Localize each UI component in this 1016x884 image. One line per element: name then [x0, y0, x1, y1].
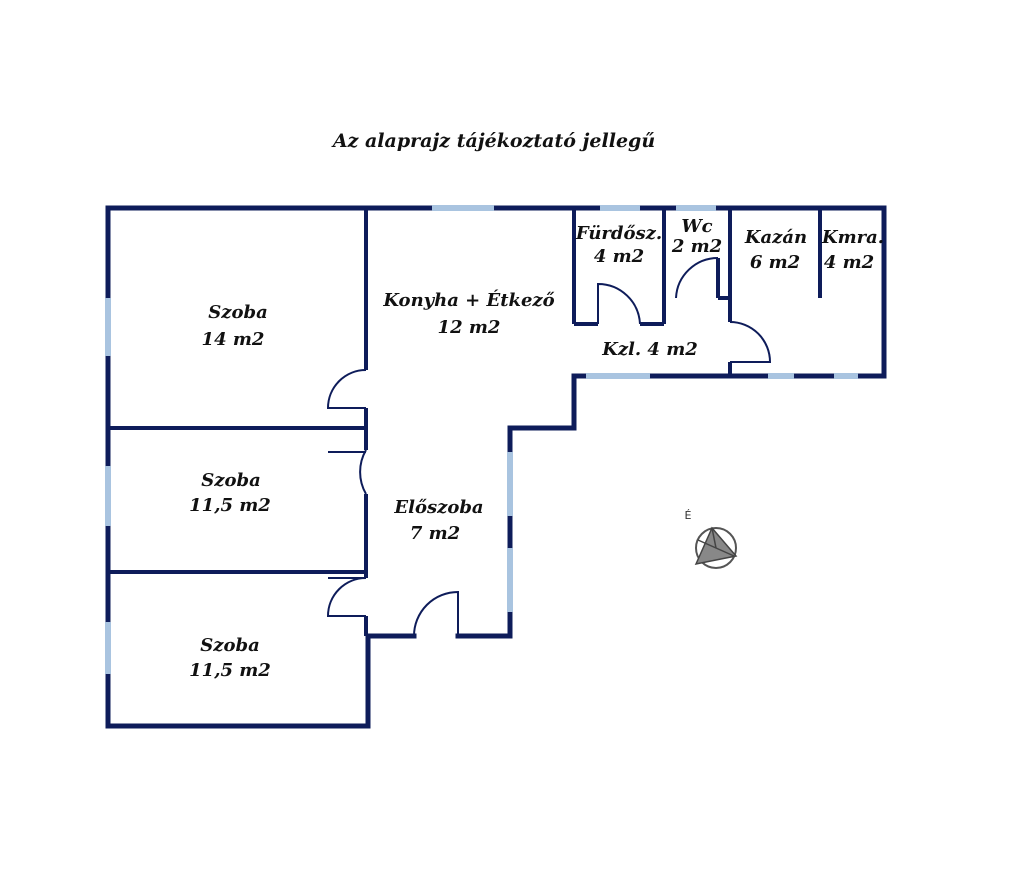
room-wc-area: 2 m2 — [671, 236, 722, 257]
compass-icon: É — [685, 509, 738, 569]
room-furdo-area: 4 m2 — [594, 246, 644, 267]
plan-title: Az alaprajz tájékoztató jellegű — [331, 130, 655, 152]
room-szoba-11b-name: Szoba — [200, 635, 259, 656]
room-kazan-area: 6 m2 — [750, 252, 800, 273]
doors — [326, 256, 772, 637]
room-kozlekedo-label: Kzl. 4 m2 — [601, 339, 698, 360]
compass-north-label: É — [685, 509, 692, 522]
room-kazan-name: Kazán — [744, 227, 807, 248]
room-szoba-11a-name: Szoba — [201, 470, 260, 491]
room-eloszoba-area: 7 m2 — [410, 523, 460, 544]
windows — [105, 205, 858, 674]
room-konyha-area: 12 m2 — [438, 317, 501, 338]
room-wc-name: Wc — [681, 216, 712, 237]
room-szoba-11b-area: 11,5 m2 — [189, 660, 271, 681]
room-konyha-name: Konyha + Étkező — [382, 288, 554, 311]
room-furdo-name: Fürdősz. — [575, 223, 662, 244]
room-kamra-name: Kmra. — [821, 227, 884, 248]
interior-walls — [108, 208, 822, 636]
room-kamra-area: 4 m2 — [824, 252, 874, 273]
room-eloszoba-name: Előszoba — [393, 497, 483, 518]
room-szoba-11a-area: 11,5 m2 — [189, 495, 271, 516]
room-szoba-14-name: Szoba — [208, 302, 267, 323]
room-labels: Szoba 14 m2 Konyha + Étkező 12 m2 Fürdős… — [189, 216, 884, 681]
room-szoba-14-area: 14 m2 — [202, 329, 265, 350]
